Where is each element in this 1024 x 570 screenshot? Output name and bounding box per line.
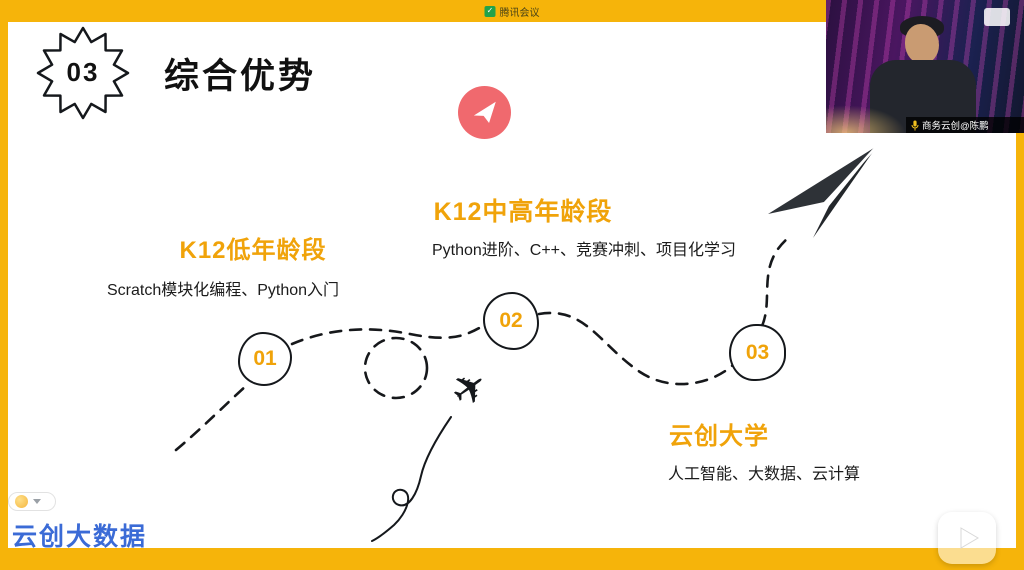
watermark-text: 云创大数据: [12, 523, 148, 548]
presenter-video[interactable]: 商务云创@陈鹏: [826, 0, 1024, 133]
desk-glow: [826, 105, 906, 133]
mic-icon: [911, 120, 919, 130]
send-icon: [458, 86, 511, 139]
stage-3-desc: 人工智能、大数据、云计算: [667, 466, 861, 483]
participant-name-bar: 商务云创@陈鹏: [906, 117, 1024, 133]
watermark-clip: 云创大数据: [12, 522, 332, 548]
presenter-head: [905, 24, 939, 64]
route-node-03: 03: [729, 324, 786, 381]
starburst-badge: [36, 26, 130, 120]
chevron-down-icon: [33, 499, 41, 504]
stage-1-label: K12低年龄段: [179, 237, 327, 264]
paper-plane-glyph: [473, 101, 496, 123]
page-title: 综合优势: [164, 57, 317, 96]
server-room-sign: [984, 8, 1010, 26]
stage-2-label: K12中高年龄段: [433, 198, 613, 226]
stage-3-label: 云创大学: [669, 423, 769, 450]
shield-icon: ✓: [484, 5, 496, 17]
stage-2-desc: Python进阶、C++、竞赛冲刺、项目化学习: [431, 242, 737, 259]
meeting-app-badge: ✓ 腾讯会议: [484, 1, 540, 21]
emoji-icon: [15, 495, 28, 508]
badge-number: 03: [66, 57, 100, 87]
route-node-02: 02: [483, 292, 539, 350]
play-button[interactable]: [938, 512, 996, 564]
play-icon: [960, 527, 979, 549]
reaction-bubble[interactable]: [8, 492, 56, 511]
route-node-01: 01: [238, 332, 292, 386]
participant-name: 商务云创@陈鹏: [922, 121, 989, 132]
stage-1-desc: Scratch模块化编程、Python入门: [106, 282, 340, 299]
meeting-app-label: 腾讯会议: [499, 7, 540, 19]
